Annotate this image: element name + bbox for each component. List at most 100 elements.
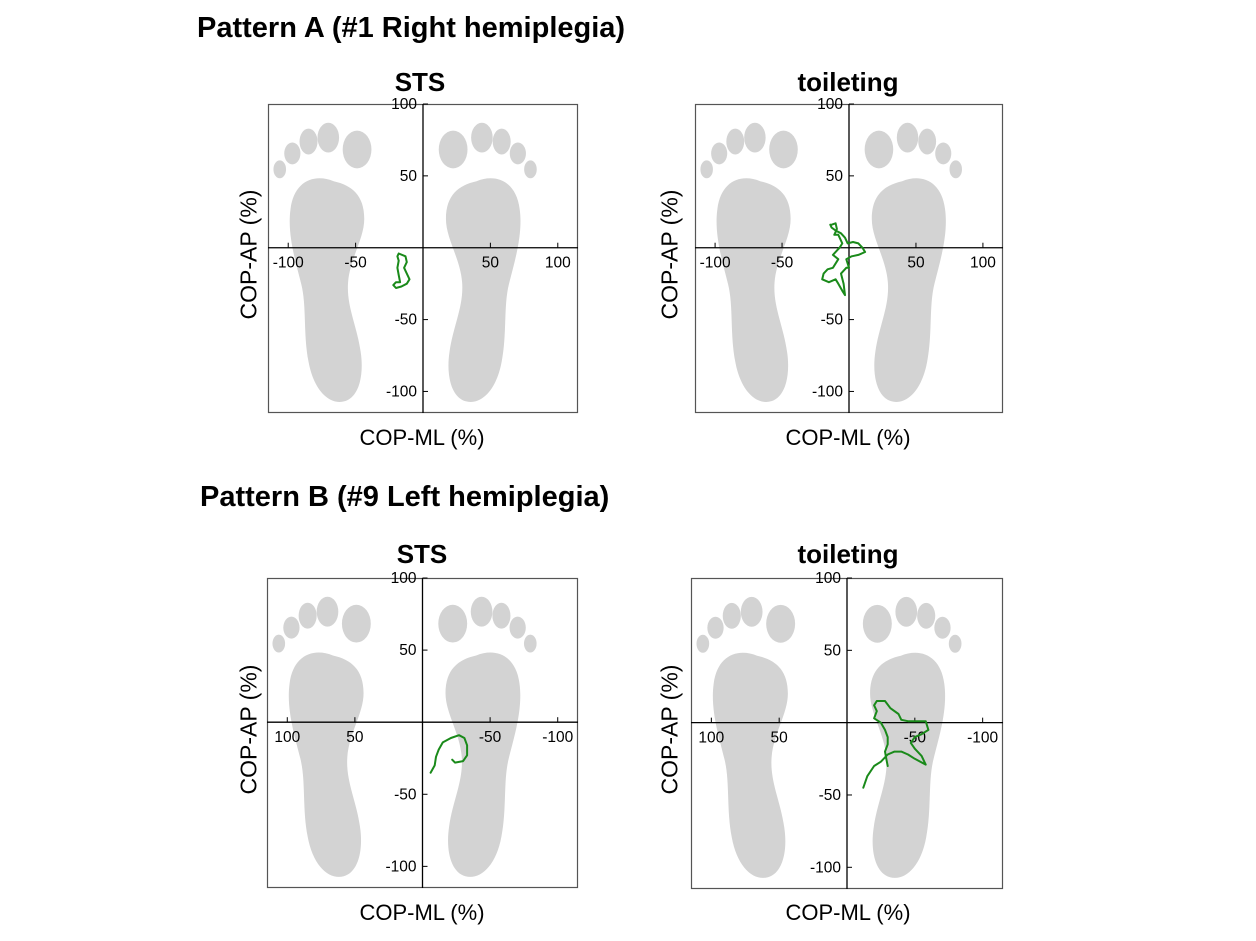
footprint-toe — [949, 160, 963, 179]
y-axis-label: COP-AP (%) — [656, 189, 683, 320]
footprint-toe — [341, 604, 371, 643]
footprint-toe — [935, 142, 952, 165]
footprint-sole — [288, 652, 364, 877]
y-tick-label: 50 — [826, 168, 844, 185]
footprint-toe — [471, 122, 493, 153]
panel-title-a-sts: STS — [394, 67, 446, 97]
x-tick-label: -100 — [542, 729, 573, 746]
x-tick-label: 100 — [698, 730, 724, 747]
footprint-toe — [948, 634, 962, 653]
footprint-toe — [766, 604, 796, 643]
footprint-toe — [726, 128, 745, 155]
footprint-toe — [769, 130, 798, 169]
x-axis-label: COP-ML (%) — [359, 900, 485, 925]
footprint-left — [696, 596, 796, 878]
footprint-toe — [272, 634, 286, 653]
cop-trajectory — [821, 222, 867, 297]
x-axis-label: COP-ML (%) — [785, 425, 911, 450]
footprint-toe — [523, 634, 537, 653]
plot-a-toileting: -100 -50 50 100 100 50 -50 -100 — [694, 96, 1004, 414]
footprint-toe — [316, 596, 339, 627]
cop-trajectory — [392, 252, 411, 289]
footprint-sole — [712, 652, 788, 878]
x-tick-label: 50 — [482, 255, 500, 272]
y-tick-label: -100 — [385, 858, 416, 875]
footprint-toe — [707, 616, 724, 639]
panel-title-a-toileting: toileting — [797, 67, 899, 97]
x-tick-label: 50 — [771, 730, 789, 747]
footprint-toe — [934, 616, 951, 639]
footprint-right — [438, 596, 537, 877]
y-tick-label: -50 — [819, 787, 842, 804]
section-title-a: Pattern A (#1 Right hemiplegia) — [197, 12, 626, 44]
footprint-toe — [299, 128, 318, 155]
y-tick-label: -50 — [395, 312, 418, 329]
footprint-toe — [524, 160, 537, 179]
x-axis-label: COP-ML (%) — [359, 425, 485, 450]
panel-title-b-sts: STS — [396, 539, 448, 569]
footprint-right — [438, 122, 537, 402]
footprint-left — [273, 122, 372, 402]
footprint-toe — [918, 128, 937, 155]
x-tick-label: 100 — [545, 255, 571, 272]
footprint-toe — [273, 160, 287, 179]
footprint-toe — [317, 122, 340, 153]
x-tick-label: -50 — [771, 255, 794, 272]
footprint-sole — [870, 652, 946, 878]
footprint-sole — [445, 652, 521, 877]
x-tick-label: 50 — [907, 255, 925, 272]
footprint-toe — [509, 616, 526, 639]
footprint-toe — [744, 122, 766, 153]
y-tick-label: -50 — [821, 312, 844, 329]
y-tick-label: 100 — [815, 570, 841, 587]
x-tick-label: 100 — [970, 255, 996, 272]
panel-title-b-toileting: toileting — [797, 539, 899, 569]
footprint-sole — [716, 178, 791, 402]
y-tick-label: -100 — [810, 859, 841, 876]
x-tick-label: 50 — [346, 729, 364, 746]
footprint-toe — [438, 130, 468, 169]
y-tick-label: -100 — [386, 383, 417, 400]
footprint-left — [700, 122, 798, 402]
footprint-toe — [298, 602, 317, 629]
footprint-toe — [492, 128, 511, 155]
x-tick-label: -50 — [479, 729, 502, 746]
footprint-toe — [700, 160, 713, 179]
footprint-toe — [864, 130, 894, 169]
x-axis-label: COP-ML (%) — [785, 900, 911, 925]
footprint-toe — [895, 596, 918, 627]
footprint-toe — [283, 616, 300, 639]
x-tick-label: -50 — [344, 255, 367, 272]
y-axis-label: COP-AP (%) — [235, 189, 262, 320]
x-tick-label: -100 — [700, 255, 731, 272]
y-tick-label: 50 — [400, 168, 418, 185]
footprint-sole — [289, 178, 365, 402]
footprint-toe — [696, 634, 710, 653]
y-tick-label: 50 — [824, 642, 842, 659]
footprint-toe — [438, 604, 468, 643]
y-tick-label: 50 — [399, 642, 417, 659]
x-tick-label: -100 — [967, 730, 998, 747]
footprint-toe — [342, 130, 372, 169]
footprint-toe — [509, 142, 526, 165]
y-tick-label: 100 — [817, 96, 843, 113]
footprint-toe — [492, 602, 511, 629]
footprint-sole — [445, 178, 521, 402]
footprint-toe — [470, 596, 493, 627]
y-tick-label: 100 — [391, 570, 417, 587]
x-tick-label: 100 — [274, 729, 300, 746]
footprint-toe — [917, 602, 936, 629]
footprint-sole — [871, 178, 946, 402]
footprint-toe — [711, 142, 728, 165]
plot-b-sts: 100 50 -50 -100 100 50 -50 -100 — [266, 570, 579, 889]
y-tick-label: -50 — [394, 786, 417, 803]
footprint-right — [862, 596, 962, 878]
y-tick-label: -100 — [812, 383, 843, 400]
footprint-toe — [740, 596, 763, 627]
footprint-right — [864, 122, 963, 402]
x-tick-label: -100 — [273, 255, 304, 272]
y-axis-label: COP-AP (%) — [235, 664, 262, 795]
section-title-b: Pattern B (#9 Left hemiplegia) — [200, 481, 610, 513]
footprint-toe — [284, 142, 301, 165]
